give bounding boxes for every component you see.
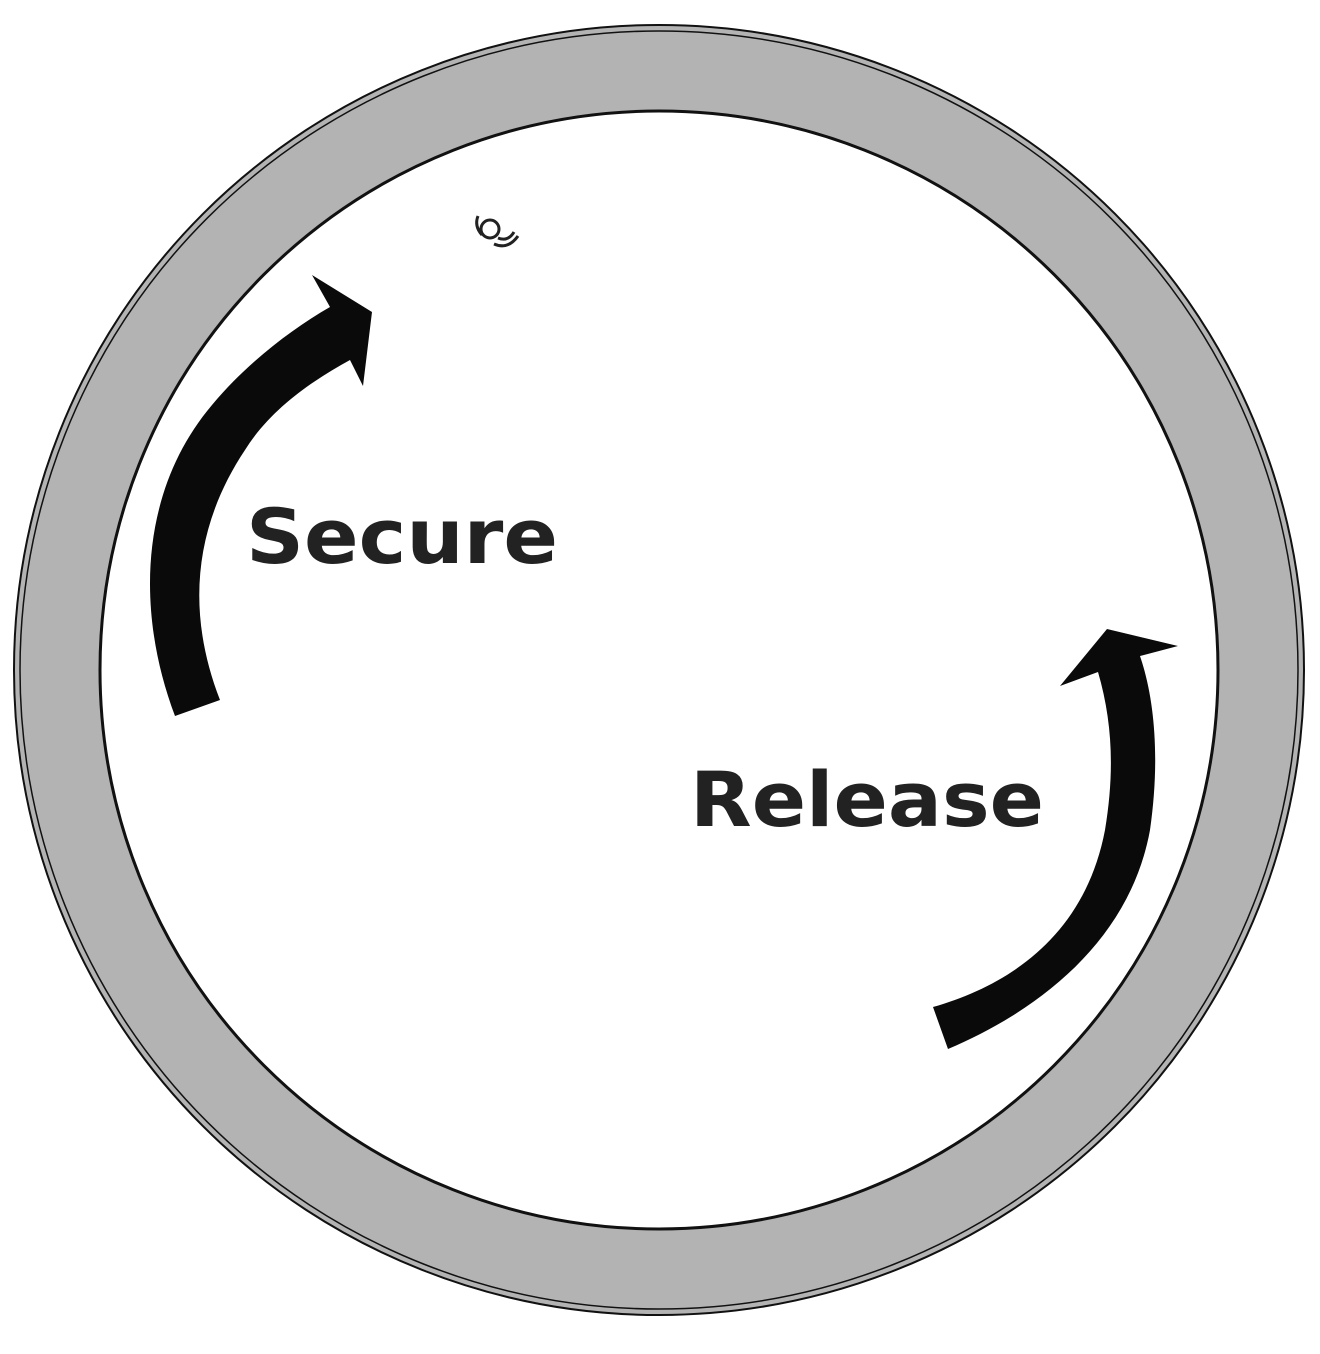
outer-ring-inner-line (19, 30, 1299, 1310)
release-arrow-icon (933, 629, 1178, 1049)
secure-arrow-icon (150, 275, 372, 716)
lock-indicator-icon (475, 215, 520, 248)
release-label: Release (690, 755, 1044, 844)
secure-label: Secure (246, 492, 558, 581)
inner-face (98, 109, 1220, 1231)
